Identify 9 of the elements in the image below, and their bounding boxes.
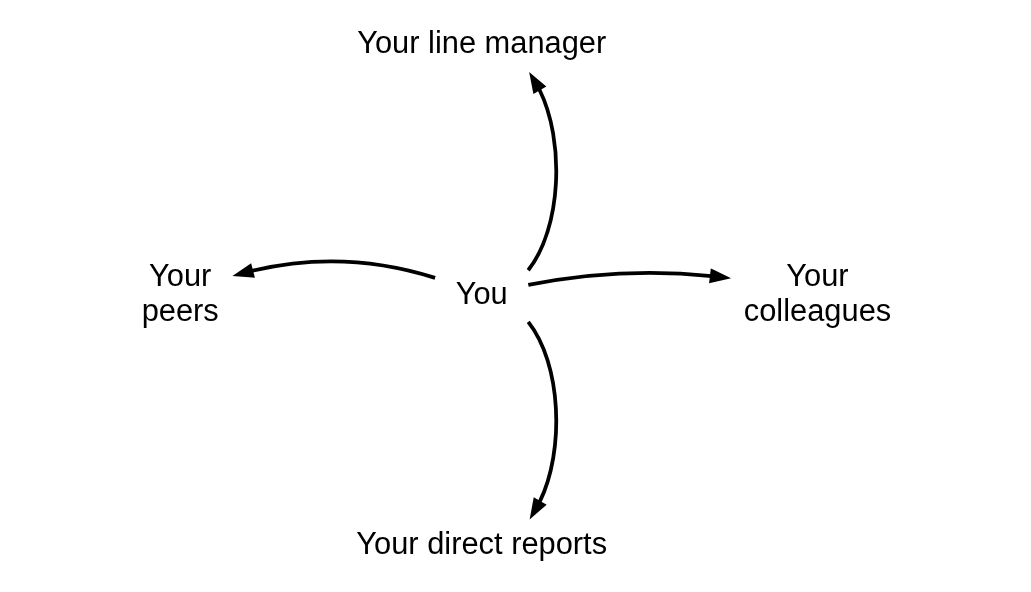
arrow <box>526 320 558 520</box>
node-text: Your peers <box>141 258 219 328</box>
arrow <box>527 268 731 287</box>
node-text: You <box>455 275 508 311</box>
arrow <box>526 71 558 272</box>
arrow <box>231 259 436 280</box>
node-text: Your line manager <box>356 25 606 61</box>
node-text: Your colleagues <box>743 258 891 328</box>
node-text: Your direct reports <box>355 525 607 561</box>
